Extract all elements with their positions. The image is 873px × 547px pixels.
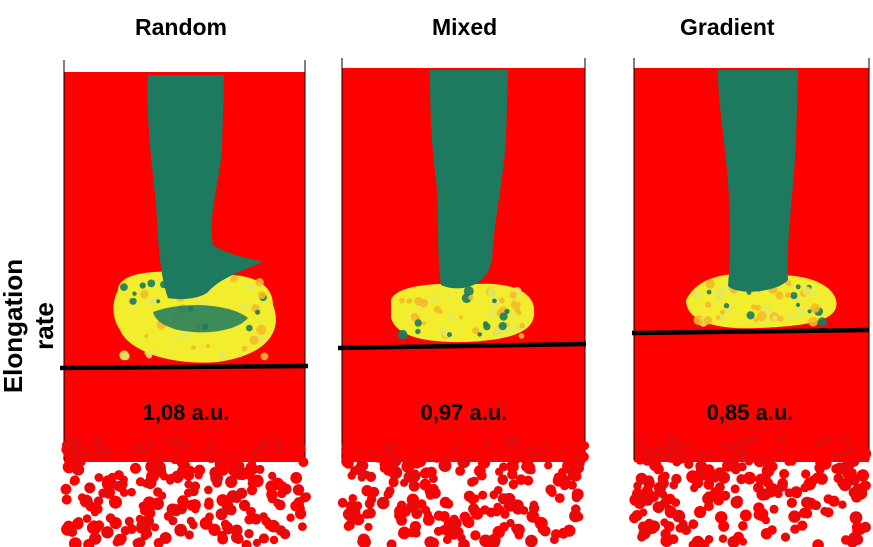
tool-inner-ring xyxy=(153,305,248,333)
panel-title-gradient: Gradient xyxy=(680,14,775,40)
tool xyxy=(718,70,798,292)
matrix-particles xyxy=(629,433,872,547)
panel-gradient: 0,85 a.u. xyxy=(629,58,872,547)
value-label-random: 1,08 a.u. xyxy=(143,400,230,425)
panel-mixed: 0,97 a.u. xyxy=(337,58,590,547)
y-axis-label: Elongation rate xyxy=(0,258,59,394)
value-label-gradient: 0,85 a.u. xyxy=(707,400,794,425)
elongation-line xyxy=(631,327,870,336)
panel-random: 1,08 a.u. xyxy=(59,60,311,547)
tool xyxy=(430,70,508,289)
matrix-particles xyxy=(337,434,590,547)
panel-title-mixed: Mixed xyxy=(432,14,498,40)
panel-title-random: Random xyxy=(135,14,227,40)
tool xyxy=(147,75,263,300)
elongation-line xyxy=(59,363,309,371)
matrix-particles xyxy=(60,434,311,547)
heated-zone-particles xyxy=(397,286,525,340)
elongation-line xyxy=(337,341,587,351)
value-label-mixed: 0,97 a.u. xyxy=(421,400,508,425)
